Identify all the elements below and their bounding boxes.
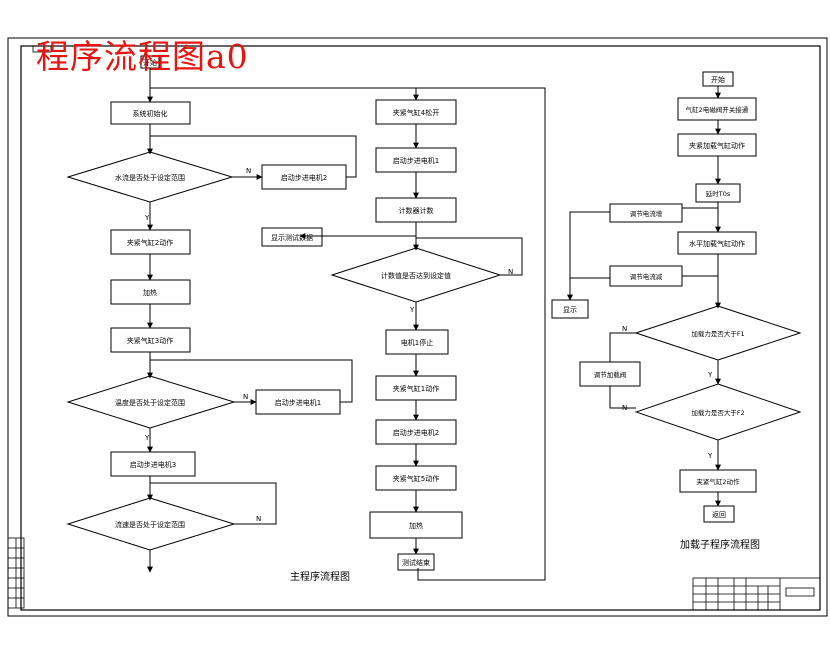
svg-text:温度是否处于设定范围: 温度是否处于设定范围 xyxy=(115,398,185,407)
sub-display-box xyxy=(551,299,589,319)
svg-text:N: N xyxy=(243,393,248,401)
svg-text:开始: 开始 xyxy=(143,58,157,67)
svg-text:-: - xyxy=(41,47,43,52)
svg-text:水平加载气缸动作: 水平加载气缸动作 xyxy=(689,239,745,248)
left-margin-table xyxy=(7,537,25,609)
svg-text:加载力是否大于F1: 加载力是否大于F1 xyxy=(691,329,744,338)
main-flow-column-1: 开始 系统初始化 水流是否处于设定范围 启动步进电机2 夹紧气缸2动作 加热 夹… xyxy=(66,55,357,573)
svg-text:加载力是否大于F2: 加载力是否大于F2 xyxy=(691,408,744,417)
svg-text:电机1停止: 电机1停止 xyxy=(401,338,433,347)
svg-text:Y: Y xyxy=(144,214,150,222)
svg-text:N: N xyxy=(246,167,251,175)
svg-text:启动步进电机1: 启动步进电机1 xyxy=(275,398,321,407)
sub-load-act-box xyxy=(677,231,757,255)
title-block xyxy=(692,577,821,611)
svg-text:计数器计数: 计数器计数 xyxy=(399,206,434,215)
svg-text:Y: Y xyxy=(409,306,415,314)
svg-text:开始: 开始 xyxy=(711,75,725,84)
page-title: 程序流程图a0 xyxy=(36,37,249,76)
svg-text:夹紧气缸3动作: 夹紧气缸3动作 xyxy=(127,336,173,345)
sub-flow-labels: N Y N Y xyxy=(622,325,713,460)
sub-valve-open-box xyxy=(677,97,757,121)
svg-text:调节加载阀: 调节加载阀 xyxy=(594,370,627,379)
main-end-box xyxy=(397,553,435,571)
svg-text:N: N xyxy=(508,268,513,276)
main-stepper-stop-box xyxy=(385,329,449,355)
svg-text:加热: 加热 xyxy=(409,521,423,530)
sub-adjust-up-box xyxy=(609,203,683,223)
sub-adjust-down-box xyxy=(609,265,683,287)
main-flow-labels-2: N Y xyxy=(409,268,513,314)
svg-text:夹紧气缸2动作: 夹紧气缸2动作 xyxy=(127,238,173,247)
svg-text:加热: 加热 xyxy=(143,288,157,297)
svg-text:N: N xyxy=(256,515,261,523)
svg-text:N: N xyxy=(622,404,627,412)
svg-text:Y: Y xyxy=(707,371,713,379)
main-show-result-box xyxy=(261,227,323,247)
svg-text:系统初始化: 系统初始化 xyxy=(133,109,168,118)
sub-flow-caption: 加载子程序流程图 xyxy=(680,538,760,551)
svg-text:调节电流增: 调节电流增 xyxy=(630,209,663,218)
svg-text:夹紧气缸2动作: 夹紧气缸2动作 xyxy=(696,477,740,486)
svg-text:延时T0s: 延时T0s xyxy=(706,189,731,198)
outer-frame xyxy=(7,37,828,617)
main-flow-caption: 主程序流程图 xyxy=(290,570,350,583)
svg-text:Y: Y xyxy=(144,434,150,442)
svg-text:显示: 显示 xyxy=(563,306,577,314)
svg-text:计数值是否达到设定值: 计数值是否达到设定值 xyxy=(381,271,451,280)
sub-clamp-box xyxy=(677,133,757,157)
svg-text:返回: 返回 xyxy=(712,511,726,519)
main-motor-start-box xyxy=(110,451,196,477)
main-flow-column-2: 夹紧气缸4松开 启动步进电机1 计数器计数 显示测试数据 计数值是否达到设定值 … xyxy=(261,99,523,571)
svg-text:夹紧气缸1动作: 夹紧气缸1动作 xyxy=(393,384,439,393)
inner-frame xyxy=(20,45,821,611)
svg-text:流速是否处于设定范围: 流速是否处于设定范围 xyxy=(115,520,185,529)
svg-text:气缸2电磁阀开关接通: 气缸2电磁阀开关接通 xyxy=(686,105,749,114)
svg-text:水流是否处于设定范围: 水流是否处于设定范围 xyxy=(115,173,185,182)
svg-text:显示测试数据: 显示测试数据 xyxy=(271,233,313,242)
svg-text:调节电流减: 调节电流减 xyxy=(630,272,663,281)
svg-text:启动步进电机2: 启动步进电机2 xyxy=(393,428,439,437)
svg-text:Y: Y xyxy=(707,452,713,460)
svg-text:启动步进电机3: 启动步进电机3 xyxy=(130,460,176,469)
sub-end-box xyxy=(703,505,735,523)
column-connectors xyxy=(149,80,546,581)
svg-text:N: N xyxy=(622,325,627,333)
svg-text:夹紧气缸5动作: 夹紧气缸5动作 xyxy=(393,474,439,483)
svg-text:夹紧气缸4松开: 夹紧气缸4松开 xyxy=(393,108,439,117)
svg-text:测试结束: 测试结束 xyxy=(402,558,430,567)
main-flow-labels-1: N Y N Y N xyxy=(144,167,261,523)
corner-stamp: - xyxy=(32,45,52,53)
sub-flow: 开始 气缸2电磁阀开关接通 夹紧加载气缸动作 延时T0s 调节电流增 水平加载气… xyxy=(551,71,802,523)
svg-text:启动步进电机1: 启动步进电机1 xyxy=(393,156,439,165)
svg-text:启动步进电机2: 启动步进电机2 xyxy=(281,173,327,182)
svg-text:夹紧加载气缸动作: 夹紧加载气缸动作 xyxy=(689,141,745,150)
